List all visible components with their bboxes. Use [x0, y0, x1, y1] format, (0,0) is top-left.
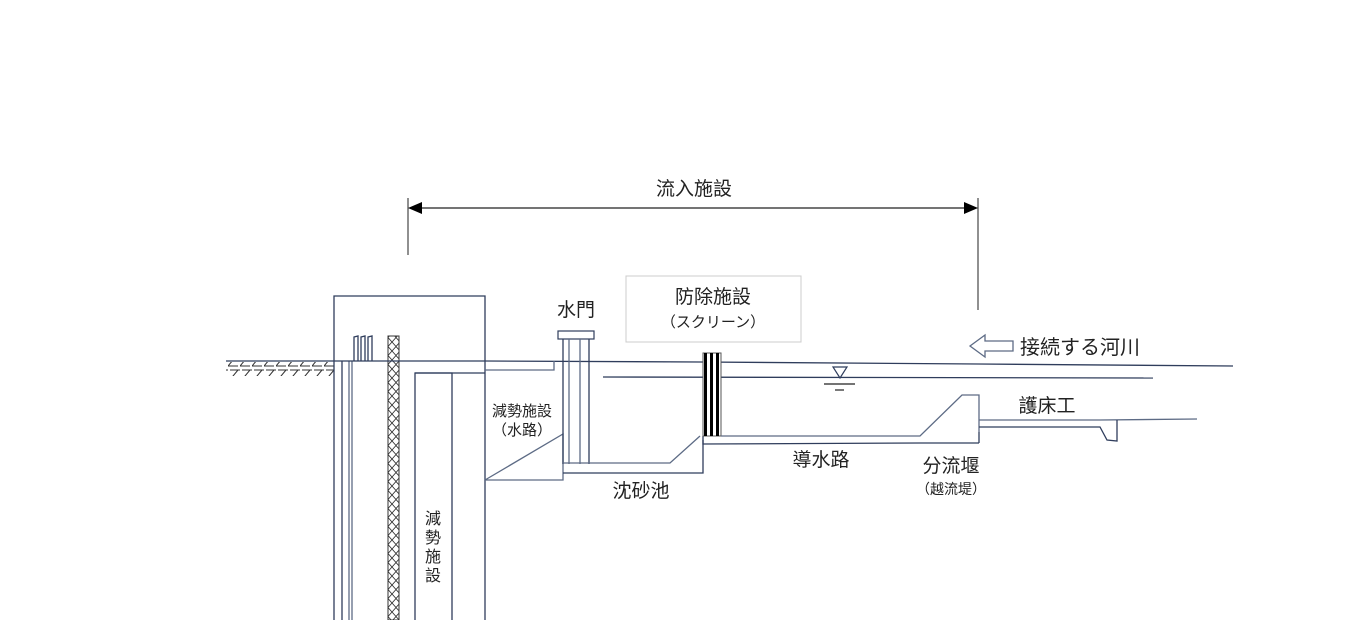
- arrowhead-right-icon: [964, 202, 978, 214]
- sedimentation-basin-label: 沈砂池: [612, 480, 669, 502]
- headrace-channel: [702, 394, 980, 445]
- connected-river-label: 接続する河川: [1020, 335, 1140, 359]
- chain-column: [387, 335, 400, 620]
- bed-protection: [979, 418, 1198, 442]
- screen-sub-label: （スクリーン）: [661, 313, 765, 331]
- dimension-line-inflow-facility: [407, 198, 979, 310]
- headrace-label: 導水路: [792, 449, 849, 471]
- svg-text:設: 設: [425, 566, 441, 585]
- diversion-weir-label: 分流堰: [922, 455, 979, 477]
- top-water-line: [484, 360, 1234, 367]
- vertical-label-energy-dissipator: 減 勢 施 設: [425, 509, 441, 585]
- sluice-gate-label: 水門: [557, 299, 595, 321]
- water-level-icon: [824, 366, 855, 391]
- channel-overflow-line: [485, 361, 555, 371]
- screen-title-label: 防除施設: [675, 286, 751, 308]
- water-level-line: [602, 376, 1154, 379]
- screen-label-box: [625, 275, 802, 343]
- arrowhead-left-icon: [408, 202, 422, 214]
- bed-protection-label: 護床工: [1018, 395, 1075, 417]
- sluice-gate: [557, 330, 595, 464]
- inflow-facility-label: 流入施設: [656, 178, 732, 200]
- svg-text:勢: 勢: [425, 528, 441, 547]
- ground-hatch: [226, 362, 334, 376]
- energy-dissipator-channel: [484, 432, 564, 481]
- svg-text:減: 減: [425, 509, 441, 528]
- diversion-weir-sub-label: （越流堤）: [916, 482, 986, 498]
- flow-direction-arrow-icon: [968, 333, 1014, 359]
- svg-text:施: 施: [425, 547, 441, 566]
- energy-dissipator-channel-label: 減勢施設: [492, 402, 552, 420]
- energy-dissipator-channel-sub-label: （水路）: [492, 421, 552, 439]
- vertical-shaft-structure: [333, 295, 486, 620]
- sedimentation-basin: [563, 435, 704, 474]
- screen-bars: [702, 352, 722, 437]
